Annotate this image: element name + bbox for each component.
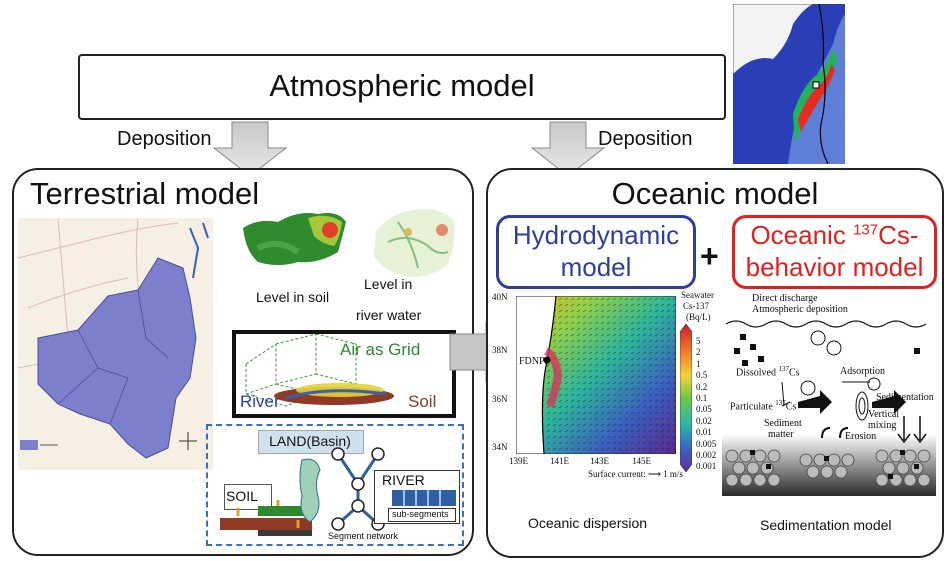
soil-layers-illustration — [220, 500, 312, 536]
deposition-label-left: Deposition — [117, 128, 212, 150]
behavior-label-2: behavior model — [745, 252, 924, 282]
colorbar-tick-label: 2 — [696, 347, 701, 358]
surface-current-label: Surface current: ⟶ 1 m/s — [588, 469, 683, 479]
oceanic-model-title: Oceanic model — [611, 176, 819, 211]
particulate-label: Particulate 137Cs — [730, 399, 796, 412]
dissolved-label: Dissolved 137Cs — [736, 365, 800, 378]
land-basin-box — [206, 424, 464, 546]
soil-level-map — [243, 213, 346, 265]
river-box-label: RIVER — [382, 472, 425, 488]
map-lon-139: 139E — [509, 456, 528, 466]
particulate-text: Particulate — [730, 401, 776, 413]
colorbar-tick-label: 0.01 — [696, 427, 712, 438]
soil-box-label: SOIL — [226, 488, 258, 504]
land-basin-label: LAND(Basin) — [269, 433, 351, 449]
map-lat-34: 34N — [492, 442, 508, 452]
dissolved-text: Dissolved — [736, 367, 779, 379]
behavior-label-1: Oceanic 137Cs- — [732, 220, 937, 251]
map-lon-143: 143E — [590, 456, 609, 466]
air-grid-illustration — [245, 334, 394, 407]
map-lat-38: 38N — [492, 345, 508, 355]
behavior-label-1-pre: Oceanic — [750, 220, 854, 250]
hydrodynamic-label-1: Hydrodynamic — [512, 220, 680, 250]
atm-deposition-label: Atmospheric deposition — [752, 304, 848, 315]
atmospheric-deposition-map — [733, 4, 845, 164]
plus-sign: + — [700, 238, 719, 274]
segment-network-illustration — [331, 447, 385, 531]
colorbar-tick-label: 1 — [696, 358, 701, 369]
direct-discharge-label: Direct discharge — [752, 293, 818, 304]
deposition-label-right: Deposition — [598, 128, 693, 150]
atmospheric-model-title: Atmospheric model — [269, 68, 535, 103]
colorbar — [680, 324, 692, 472]
oceanic-dispersion-caption: Oceanic dispersion — [528, 515, 648, 531]
level-in-river-label-2: river water — [356, 307, 422, 323]
sub-segments-label: sub-segments — [392, 509, 449, 519]
particulate-sup: 137 — [775, 399, 786, 407]
fdnpp-label: FDNPP — [519, 356, 551, 367]
level-in-river-label-1: Level in — [364, 276, 413, 292]
colorbar-tick-label: 0.02 — [696, 415, 712, 426]
behavior-label-1-post: Cs- — [878, 220, 919, 250]
sediment-matter-label-2: matter — [768, 429, 794, 440]
sedimentation-arrow-label: Sedimentation — [876, 392, 934, 403]
mixing-label: mixing — [868, 420, 897, 431]
terrestrial-model-title: Terrestrial model — [30, 176, 260, 211]
colorbar-tick-label: 0.2 — [696, 381, 708, 392]
map-lon-145: 145E — [632, 456, 651, 466]
basin-shape-illustration — [299, 458, 321, 523]
colorbar-tick-label: 0.001 — [696, 461, 717, 472]
sub-segments-tab — [388, 508, 456, 522]
hydrodynamic-label-2: model — [560, 252, 632, 282]
map-lat-36: 36N — [492, 394, 508, 404]
adsorption-label: Adsorption — [840, 366, 885, 377]
dissolved-sup: 137 — [778, 365, 790, 373]
atmospheric-model-box — [78, 54, 726, 120]
hydrodynamic-model-box — [496, 215, 696, 289]
map-lon-141: 141E — [550, 456, 569, 466]
soil-box — [224, 484, 272, 510]
sub-segments-illustration — [392, 490, 456, 506]
colorbar-tick-label: 0.05 — [696, 404, 712, 415]
erosion-label: Erosion — [845, 431, 877, 442]
colorbar-tick-label: 5 — [696, 336, 701, 346]
soil-label: Soil — [408, 392, 437, 411]
level-in-soil-label: Level in soil — [256, 289, 330, 305]
deposition-arrow-right — [530, 121, 606, 177]
sedimentation-diagram — [722, 320, 936, 496]
ocean-dispersion-map — [516, 296, 676, 454]
colorbar-tick-label: 0.1 — [696, 393, 708, 403]
dissolved-post: Cs — [789, 367, 800, 379]
surface-current-unit: 1 m/s — [663, 469, 683, 479]
colorbar-tick-label: 0.5 — [696, 370, 708, 381]
prefecture-map — [18, 218, 213, 470]
land-basin-tab — [258, 430, 364, 454]
river-label: River — [240, 392, 280, 411]
sedimentation-model-caption: Sedimentation model — [760, 517, 892, 533]
colorbar-title-2: Cs-137 — [683, 301, 710, 311]
air-grid-label: Air as Grid — [340, 340, 421, 359]
river-level-map — [374, 209, 455, 277]
colorbar-title-3: (Bq/L) — [686, 312, 711, 322]
vertical-label: Vertical — [868, 409, 900, 420]
behavior-label-1-sup: 137 — [853, 221, 879, 239]
sediment-matter-label-1: Sediment — [764, 418, 802, 429]
behavior-model-box — [732, 215, 937, 289]
colorbar-title-1: Seawater — [681, 290, 714, 300]
particulate-post: Cs — [785, 401, 797, 413]
colorbar-tick-label: 0.002 — [696, 450, 717, 460]
deposition-arrow-left — [212, 121, 288, 177]
surface-current-text: Surface current: — [588, 469, 646, 479]
segment-network-label: Segment network — [328, 531, 399, 541]
colorbar-tick-label: 0.005 — [696, 438, 717, 449]
map-lat-40: 40N — [492, 292, 508, 302]
